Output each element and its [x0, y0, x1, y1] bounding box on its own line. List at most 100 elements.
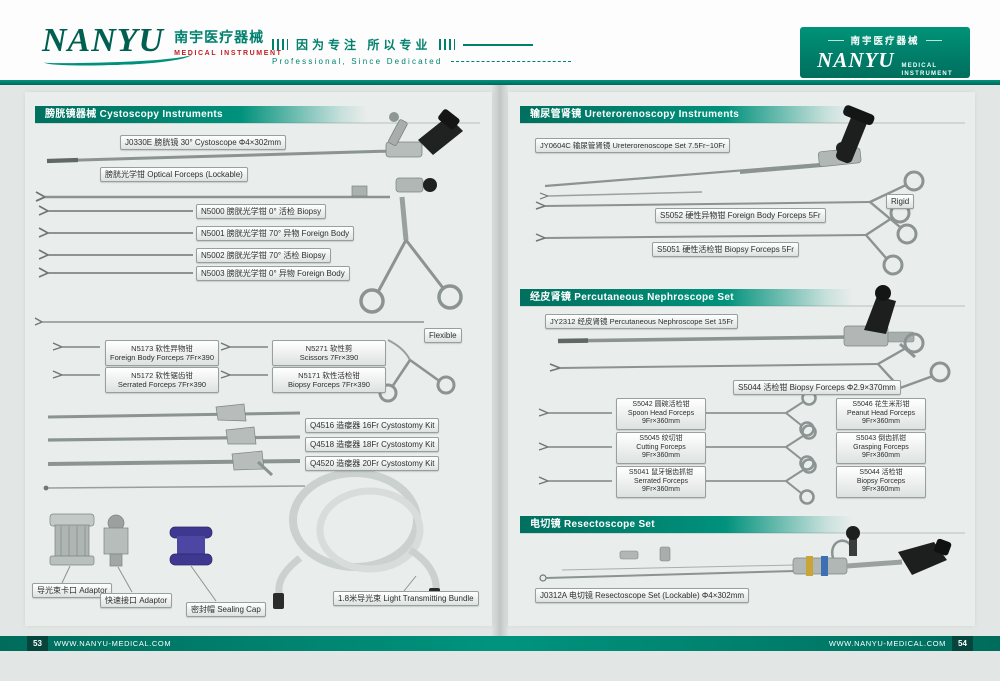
label-s5043: S5043 倒齿抓钳 Grasping Forceps 9Fr×360mm: [836, 432, 926, 464]
label-s5044-grid: S5044 活检钳 Biopsy Forceps 9Fr×360mm: [836, 466, 926, 498]
decorative-dashed-line: [450, 61, 571, 62]
footer: 53 WWW.NANYU-MEDICAL.COM WWW.NANYU-MEDIC…: [0, 636, 1000, 651]
page-number-right: 54: [952, 636, 973, 651]
label-optical-forceps: 膀胱光学钳 Optical Forceps (Lockable): [100, 167, 248, 182]
label-n5172: N5172 软性锯齿钳 Serrated Forceps 7Fr×390: [105, 367, 219, 393]
logo-wordmark: NANYU: [42, 22, 165, 59]
badge-instrument: INSTRUMENT: [901, 71, 953, 78]
logo-chinese-name: 南宇医疗器械: [174, 29, 265, 45]
label-q4520: Q4520 造瘘器 20Fr Cystostomy Kit: [305, 456, 440, 471]
section-header-nephroscope: 经皮肾镜 Percutaneous Nephroscope Set: [520, 289, 852, 306]
label-n5271: N5271 软性剪 Scissors 7Fr×390: [272, 340, 386, 366]
logo-english-name: MEDICAL INSTRUMENT: [174, 50, 283, 57]
badge-chinese-row: 南宇医疗器械: [800, 33, 970, 47]
label-line: S5041 鼠牙锯齿抓钳: [628, 468, 694, 476]
label-line: 9Fr×360mm: [862, 452, 900, 460]
label-line: Serrated Forceps 7Fr×390: [117, 380, 207, 389]
label-line: S5043 倒齿抓钳: [855, 434, 907, 442]
badge-chinese: 南宇医疗器械: [850, 36, 920, 47]
label-line: S5045 绞切钳: [639, 434, 683, 442]
label-line: S5042 圆碗活检钳: [632, 400, 690, 408]
label-line: Scissors 7Fr×390: [299, 353, 359, 362]
section-title: 经皮肾镜 Percutaneous Nephroscope Set: [530, 292, 734, 303]
badge-wordmark: NANYU: [817, 48, 895, 72]
label-line: Cutting Forceps: [636, 443, 686, 451]
label-light-bundle: 1.8米导光束 Light Transmitting Bundle: [333, 591, 479, 606]
label-s5046: S5046 花生米形钳 Peanut Head Forceps 9Fr×360m…: [836, 398, 926, 430]
tag-rigid: Rigid: [886, 194, 915, 209]
label-line: 9Fr×360mm: [642, 418, 680, 426]
section-title: 膀胱镜器械 Cystoscopy Instruments: [45, 109, 223, 120]
label-line: Biopsy Forceps: [856, 477, 906, 485]
label-jy0604c: JY0604C 输尿管肾镜 Ureterorenoscope Set 7.5Fr…: [535, 138, 731, 153]
badge-medical: MEDICAL: [901, 63, 938, 69]
label-line: 9Fr×360mm: [862, 418, 900, 426]
nanyu-logo: NANYU 南宇医疗器械 MEDICAL INSTRUMENT: [42, 22, 283, 68]
section-header-cystoscopy: 膀胱镜器械 Cystoscopy Instruments: [35, 106, 367, 123]
label-line: Foreign Body Forceps 7Fr×390: [109, 353, 214, 362]
label-n5173: N5173 软性异物钳 Foreign Body Forceps 7Fr×390: [105, 340, 219, 366]
section-title: 电切镜 Resectoscope Set: [530, 519, 655, 530]
label-line: Serrated Forceps: [633, 477, 689, 485]
logo-wordmark-wrap: NANYU: [42, 22, 193, 68]
left-page-panel: [25, 92, 492, 626]
website-url-left: WWW.NANYU-MEDICAL.COM: [54, 639, 172, 648]
tagline-row: 因为专注 所以专业: [272, 36, 571, 53]
label-line: Spoon Head Forceps: [627, 409, 695, 417]
label-s5051: S5051 硬性活检钳 Biopsy Forceps 5Fr: [652, 242, 799, 257]
label-line: Biopsy Forceps 7Fr×390: [288, 380, 370, 389]
tagline-english: Professional, Since Dedicated: [272, 57, 443, 66]
label-quick-adaptor: 快速接口 Adaptor: [100, 593, 173, 608]
logo-names: 南宇医疗器械 MEDICAL INSTRUMENT: [174, 24, 282, 57]
label-line: S5044 活检钳: [859, 468, 903, 476]
label-cystoscope: J0330E 膀胱镜 30° Cystoscope Φ4×302mm: [120, 135, 287, 150]
label-line: Peanut Head Forceps: [846, 409, 916, 417]
tagline-bars-icon: [439, 39, 456, 50]
section-title: 输尿管肾镜 Ureterorenoscopy Instruments: [530, 109, 740, 120]
section-header-ureterorenoscopy: 输尿管肾镜 Ureterorenoscopy Instruments: [520, 106, 852, 123]
label-n5001: N5001 膀胱光学钳 70° 异物 Foreign Body: [196, 226, 355, 241]
label-n5002: N5002 膀胱光学钳 70° 活检 Biopsy: [196, 248, 331, 263]
decorative-line: [828, 39, 845, 41]
page-number-left: 53: [27, 636, 48, 651]
tagline-chinese: 因为专注 所以专业: [296, 38, 432, 52]
section-header-resectoscope: 电切镜 Resectoscope Set: [520, 516, 852, 533]
website-url-right: WWW.NANYU-MEDICAL.COM: [828, 639, 946, 648]
header-rule: [0, 80, 1000, 85]
page-gutter: [491, 85, 509, 636]
label-n5000: N5000 膀胱光学钳 0° 活检 Biopsy: [196, 204, 327, 219]
brand-badge: 南宇医疗器械 NANYU MEDICAL INSTRUMENT: [800, 27, 970, 78]
label-s5045: S5045 绞切钳 Cutting Forceps 9Fr×360mm: [616, 432, 706, 464]
label-line: N5171 软性活检钳: [298, 371, 360, 380]
label-line: Grasping Forceps: [853, 443, 909, 451]
label-line: 9Fr×360mm: [642, 486, 680, 494]
label-line: N5173 软性异物钳: [131, 344, 193, 353]
label-q4516: Q4516 造瘘器 16Fr Cystostomy Kit: [305, 418, 440, 433]
label-line: 9Fr×360mm: [862, 486, 900, 494]
label-n5003: N5003 膀胱光学钳 0° 异物 Foreign Body: [196, 266, 350, 281]
right-page-panel: [508, 92, 975, 626]
label-s5052: S5052 硬性异物钳 Foreign Body Forceps 5Fr: [655, 208, 826, 223]
label-s5044-long: S5044 活检钳 Biopsy Forceps Φ2.9×370mm: [733, 380, 901, 395]
header: NANYU 南宇医疗器械 MEDICAL INSTRUMENT 因为专注 所以专…: [0, 0, 1000, 80]
label-j0312a: J0312A 电切镜 Resectoscope Set (Lockable) Φ…: [535, 588, 750, 603]
label-s5041: S5041 鼠牙锯齿抓钳 Serrated Forceps 9Fr×360mm: [616, 466, 706, 498]
tagline-bars-icon: [272, 39, 288, 50]
label-jy2312: JY2312 经皮肾镜 Percutaneous Nephroscope Set…: [545, 314, 739, 329]
label-line: N5172 软性锯齿钳: [131, 371, 193, 380]
tag-flexible: Flexible: [424, 328, 462, 343]
decorative-line: [463, 43, 534, 46]
tagline: 因为专注 所以专业 Professional, Since Dedicated: [272, 36, 571, 66]
label-s5042: S5042 圆碗活检钳 Spoon Head Forceps 9Fr×360mm: [616, 398, 706, 430]
label-n5171: N5171 软性活检钳 Biopsy Forceps 7Fr×390: [272, 367, 386, 393]
label-sealing-cap: 密封帽 Sealing Cap: [186, 602, 266, 617]
tagline-english-row: Professional, Since Dedicated: [272, 57, 571, 66]
label-line: S5046 花生米形钳: [852, 400, 910, 408]
label-q4518: Q4518 造瘘器 18Fr Cystostomy Kit: [305, 437, 440, 452]
badge-main-row: NANYU MEDICAL INSTRUMENT: [800, 48, 970, 79]
label-line: N5271 软性剪: [305, 344, 353, 353]
label-light-adaptor: 导光束卡口 Adaptor: [32, 583, 113, 598]
decorative-line: [925, 39, 942, 41]
badge-english: MEDICAL INSTRUMENT: [902, 62, 953, 79]
